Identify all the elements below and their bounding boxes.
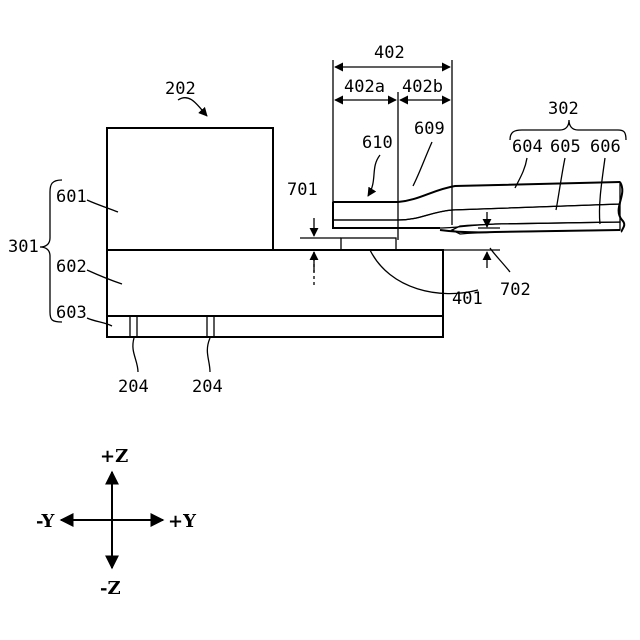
label-202: 202 [165, 79, 196, 99]
axis-compass: +Z -Z +Y -Y [36, 446, 197, 599]
label-302: 302 [548, 99, 579, 119]
label-402b: 402b [402, 77, 443, 97]
label-601: 601 [56, 187, 87, 207]
label-402a: 402a [344, 77, 385, 97]
gap-204-right [207, 316, 214, 337]
axis-plus-z: +Z [100, 446, 128, 467]
label-606: 606 [590, 137, 621, 157]
flex-circuit-302 [333, 182, 624, 234]
label-605: 605 [550, 137, 581, 157]
layer-601 [107, 128, 273, 250]
gap-204-left [130, 316, 137, 337]
label-603: 603 [56, 303, 87, 323]
terminal-401 [341, 238, 396, 250]
label-604: 604 [512, 137, 543, 157]
layer-603 [107, 316, 443, 337]
axis-minus-z: -Z [100, 578, 121, 599]
label-609: 609 [414, 119, 445, 139]
label-204-left: 204 [118, 377, 149, 397]
label-602: 602 [56, 257, 87, 277]
layer-602 [107, 250, 443, 316]
label-204-right: 204 [192, 377, 223, 397]
label-701: 701 [287, 180, 318, 200]
label-702: 702 [500, 280, 531, 300]
axis-plus-y: +Y [168, 511, 197, 532]
label-610: 610 [362, 133, 393, 153]
label-401: 401 [452, 289, 483, 309]
label-402: 402 [374, 43, 405, 63]
axis-minus-y: -Y [36, 511, 55, 532]
label-301: 301 [8, 237, 39, 257]
